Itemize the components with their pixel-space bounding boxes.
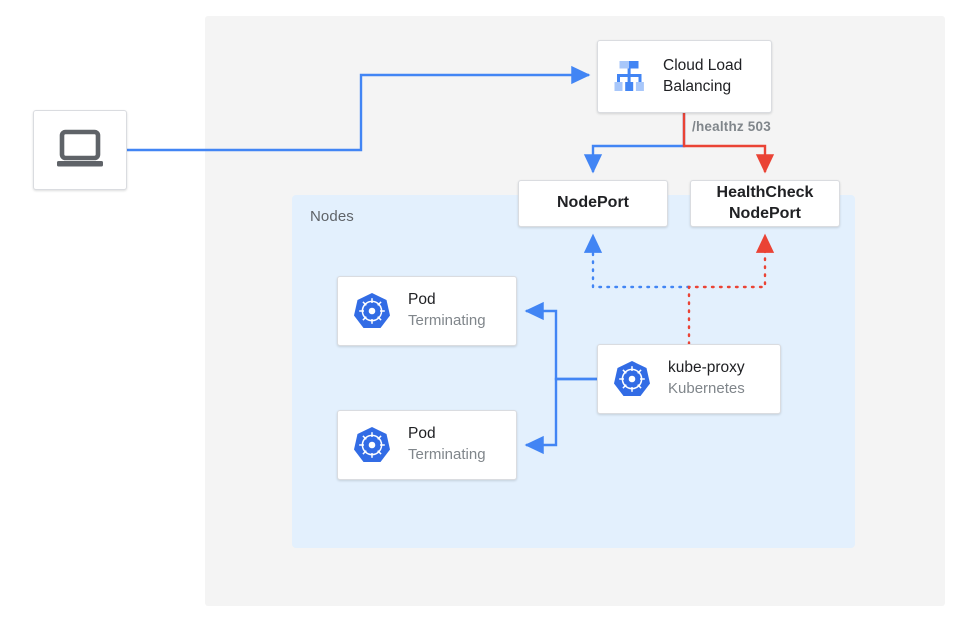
pod-card-1: Pod Terminating [337,276,517,346]
pod-title-2: Pod [408,425,436,443]
kube-proxy-text: kube-proxy Kubernetes [668,358,745,399]
nodeport-label: NodePort [557,194,629,212]
healthcheck-nodeport-label-line2: NodePort [729,204,801,222]
kube-proxy-title: kube-proxy [668,359,745,377]
healthcheck-nodeport-card: HealthCheck NodePort [690,180,840,227]
kube-proxy-subtitle: Kubernetes [668,380,745,398]
healthcheck-nodeport-text: HealthCheck NodePort [691,183,839,224]
pod-text-1: Pod Terminating [408,290,486,331]
cloud-load-balancing-title: Cloud Load [663,56,743,74]
pod-status-1: Terminating [408,312,486,330]
pod-status-2: Terminating [408,446,486,464]
client-device-card [33,110,127,190]
pod-text-2: Pod Terminating [408,424,486,465]
laptop-icon [57,129,103,167]
kubernetes-icon [354,427,390,462]
nodes-group-label: Nodes [310,208,354,225]
kubernetes-icon [354,293,390,328]
healthz-status-label: /healthz 503 [692,119,771,134]
pod-card-2: Pod Terminating [337,410,517,480]
cloud-load-balancing-text: Cloud Load Balancing [663,56,742,98]
cloud-load-balancing-title-line2: Balancing [663,77,732,95]
kubernetes-icon [614,361,650,396]
cloud-load-balancing-icon [614,60,644,91]
healthcheck-nodeport-label-line1: HealthCheck [716,184,814,202]
cloud-load-balancing-card: Cloud Load Balancing [597,40,772,113]
nodeport-card: NodePort [518,180,668,227]
kube-proxy-card: kube-proxy Kubernetes [597,344,781,414]
pod-title-1: Pod [408,291,436,309]
